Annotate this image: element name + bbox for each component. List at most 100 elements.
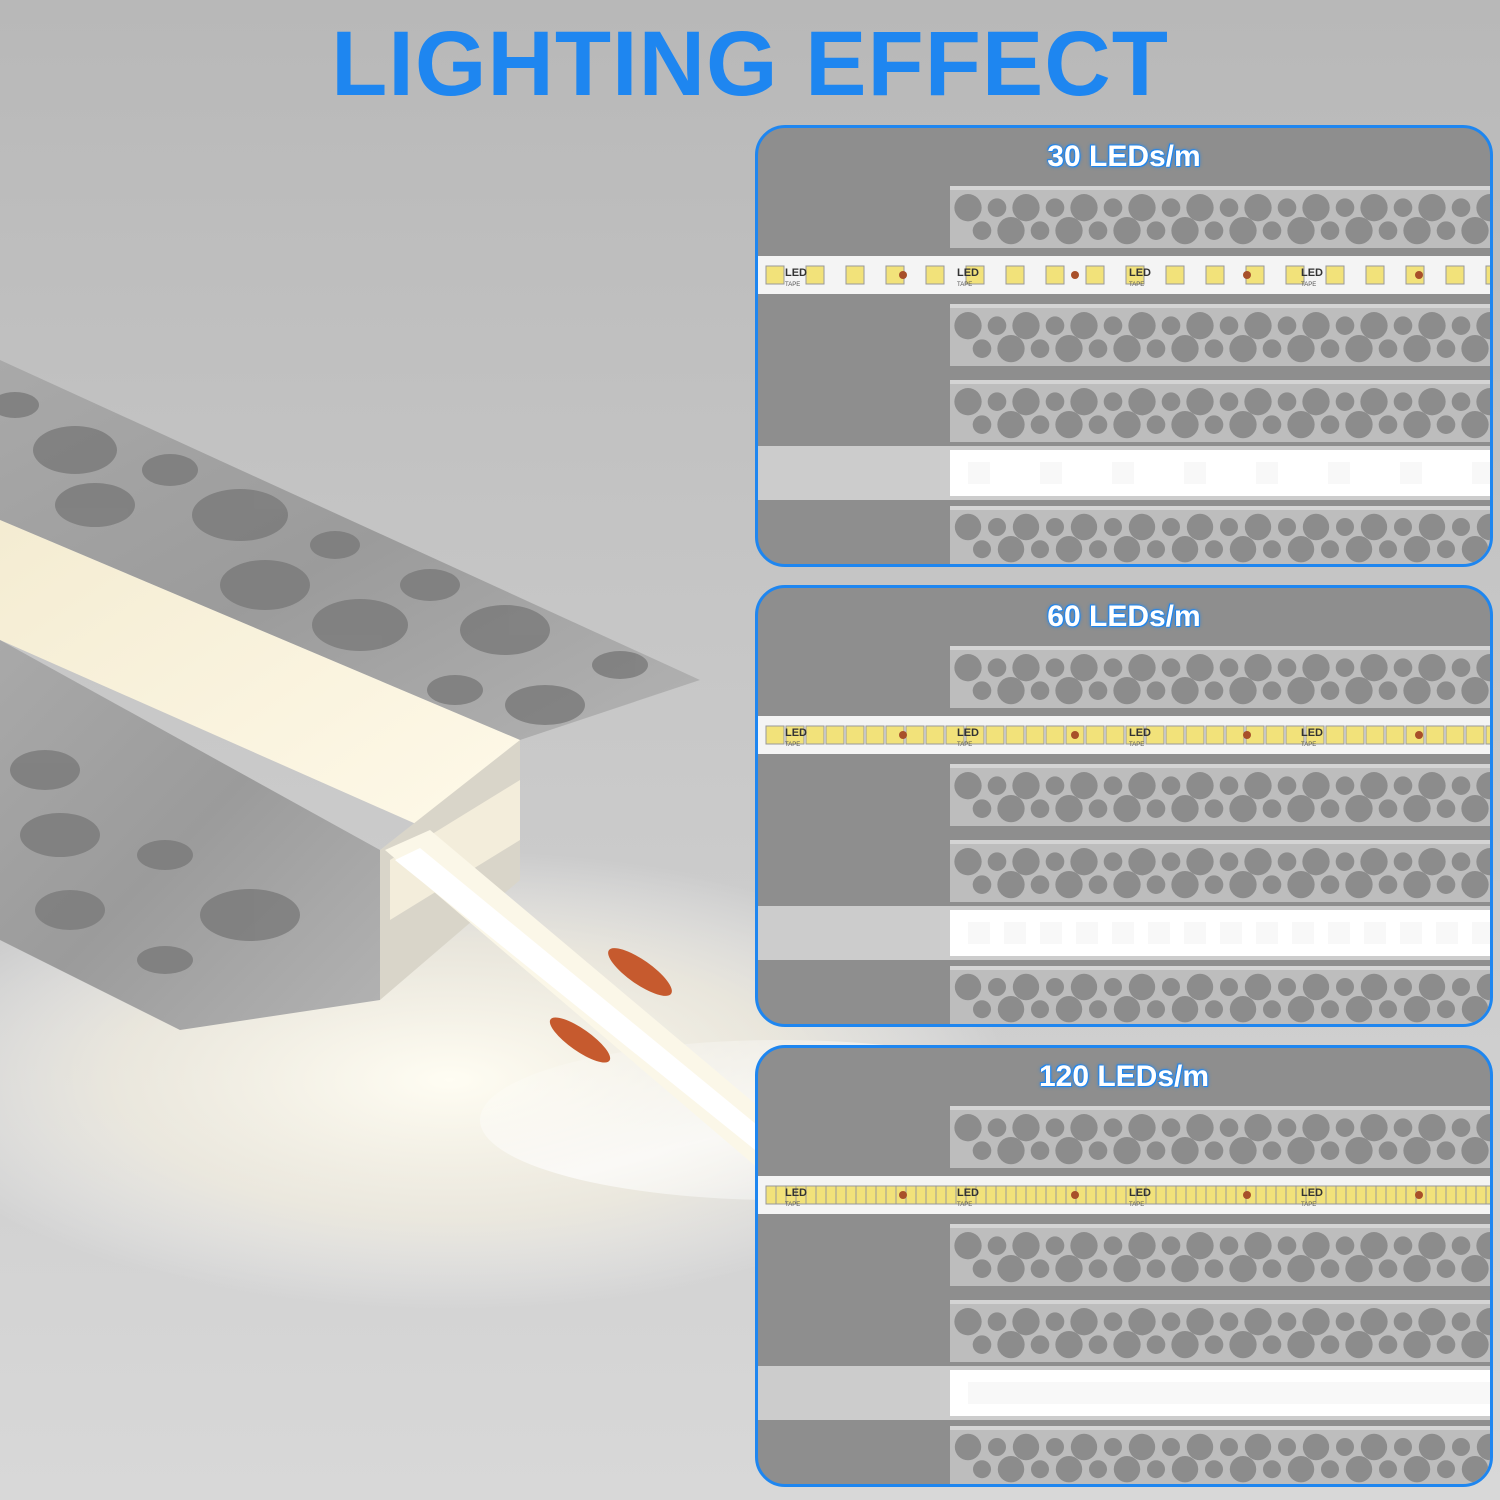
led-chip [1145,725,1165,745]
panel-title-120: 120 LEDs/m [1038,1060,1210,1093]
strip-label: LED [957,727,979,739]
led-chip [1485,1185,1490,1205]
led-chip [1325,725,1345,745]
led-chip [1445,265,1465,285]
led-chip [1205,265,1225,285]
panel-title-60: 60 LEDs/m [1047,600,1201,633]
strip-label: LED [957,1187,979,1199]
lit-led [1472,922,1490,944]
strip-sublabel: TAPE [1129,1202,1144,1208]
led-chip [765,265,785,285]
cut-mark [1243,731,1251,739]
lit-led [1148,1382,1170,1404]
cut-mark [1415,271,1423,279]
profile-top-unlit [950,1106,1490,1168]
lit-led [1328,922,1350,944]
cut-mark [899,271,907,279]
led-chip [865,725,885,745]
strip-label: LED [957,267,979,279]
led-chip [1005,725,1025,745]
lit-led [1184,1382,1206,1404]
led-chip [965,725,985,745]
led-chip [925,725,945,745]
lit-led [1256,462,1278,484]
lit-led [1004,922,1026,944]
led-chip [1365,725,1385,745]
heading-title: LIGHTING EFFECT [331,13,1169,115]
strip-label: LED [1129,267,1151,279]
lit-led [1112,462,1134,484]
led-chip [965,265,985,285]
strip-label: LED [1301,267,1323,279]
lit-led [1040,462,1062,484]
cut-mark [1415,731,1423,739]
strip-sublabel: TAPE [1301,742,1316,748]
lit-led [1364,922,1386,944]
led-chip [1425,725,1445,745]
lit-strip [758,906,1490,960]
led-chip [985,725,1005,745]
strip-label: LED [785,727,807,739]
led-chip [1445,725,1465,745]
lit-led [1328,462,1350,484]
lit-led [1184,462,1206,484]
strip-sublabel: TAPE [785,282,800,288]
lit-led [1310,1382,1332,1404]
lit-led [1076,922,1098,944]
led-chip [1325,265,1345,285]
profile-bottom-unlit [950,764,1490,826]
led-chip [805,265,825,285]
led-chip [1105,725,1125,745]
led-chip [785,725,805,745]
strip-sublabel: TAPE [1129,282,1144,288]
lit-led [1004,1382,1026,1404]
strip-sublabel: TAPE [1301,1202,1316,1208]
lit-led [1400,462,1422,484]
led-chip [1285,725,1305,745]
cut-mark [1415,1191,1423,1199]
led-chip [1225,725,1245,745]
lit-led [1220,922,1242,944]
lit-led [1490,1382,1493,1404]
strip-label: LED [1129,727,1151,739]
led-chip [845,725,865,745]
led-chip [1125,265,1145,285]
led-chip [1475,1185,1490,1205]
lit-led [1274,1382,1296,1404]
led-chip [1305,725,1325,745]
lit-led [1202,1382,1224,1404]
lit-led [1400,1382,1422,1404]
led-chip [905,725,925,745]
led-chip [1485,265,1490,285]
led-chip [945,725,965,745]
lit-led [1112,922,1134,944]
lit-led [1184,922,1206,944]
led-chip [765,725,785,745]
led-chip [1005,265,1025,285]
led-chip [1345,725,1365,745]
cut-mark [1243,1191,1251,1199]
strip-sublabel: TAPE [1301,282,1316,288]
profile-bottom-lit [950,1426,1490,1484]
led-chip [1085,725,1105,745]
strip-label: LED [1301,1187,1323,1199]
lit-led [1400,922,1422,944]
cut-mark [1243,271,1251,279]
lit-led [1040,922,1062,944]
lit-led [1418,1382,1440,1404]
lit-led [1076,1382,1098,1404]
profile-top-lit [950,380,1490,442]
lit-led [1022,1382,1044,1404]
lit-led [1058,1382,1080,1404]
led-chip [1185,725,1205,745]
lit-led [968,462,990,484]
lit-led [1292,1382,1314,1404]
lit-led [1328,1382,1350,1404]
